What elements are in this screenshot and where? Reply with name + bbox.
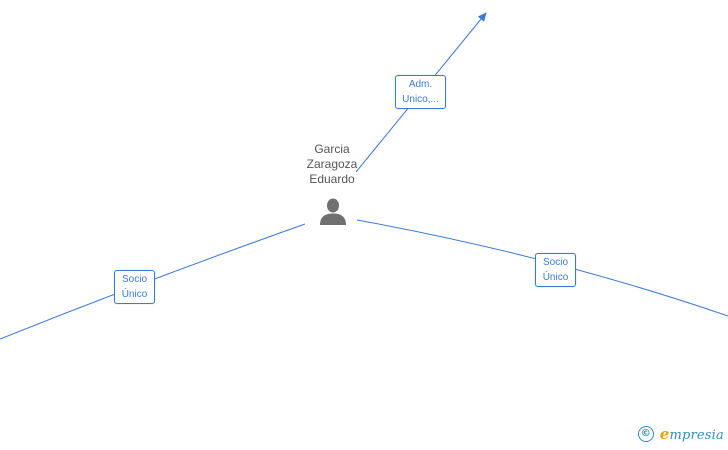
- person-name[interactable]: Garcia Zaragoza Eduardo: [284, 142, 380, 187]
- edge-label-adm-line-1: Adm.: [408, 79, 433, 90]
- brand-logo[interactable]: empresia: [660, 425, 724, 443]
- brand-name: mpresia: [669, 428, 724, 443]
- edge-label-socio-right-line-2: Único: [542, 272, 569, 283]
- person-name-line-3: Eduardo: [309, 172, 355, 186]
- edge-label-socio-left-line-1: Socio: [121, 274, 147, 285]
- person-name-line-2: Zaragoza: [306, 157, 358, 171]
- edge-label-socio-right[interactable]: Socio Único: [535, 253, 576, 287]
- edge-label-socio-left[interactable]: Socio Único: [114, 270, 155, 304]
- person-name-line-1: Garcia: [314, 142, 350, 156]
- edge-label-socio-left-line-2: Único: [121, 289, 148, 300]
- person-icon[interactable]: [318, 197, 348, 227]
- footer-brand: © empresia: [637, 424, 724, 444]
- edge-label-adm[interactable]: Adm. Unico,...: [395, 75, 446, 109]
- brand-initial: e: [659, 425, 670, 443]
- edge-label-socio-right-line-1: Socio: [542, 257, 568, 268]
- edge-label-adm-line-2: Unico,...: [402, 94, 439, 105]
- copyright-icon: ©: [637, 426, 654, 442]
